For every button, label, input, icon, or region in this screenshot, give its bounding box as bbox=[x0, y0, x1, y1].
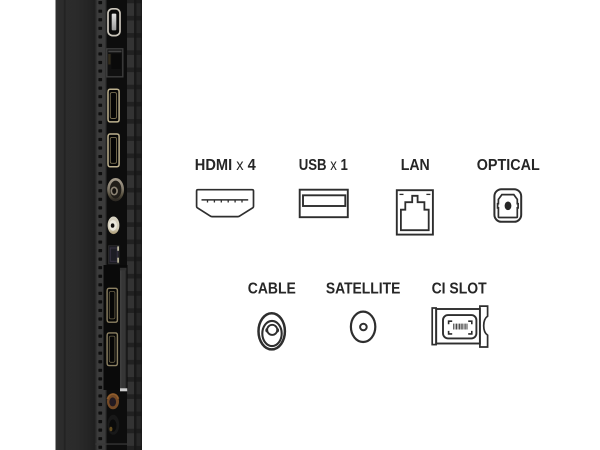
svg-text:USB x 1: USB x 1 bbox=[299, 157, 348, 174]
svg-text:SATELLITE: SATELLITE bbox=[326, 280, 401, 298]
svg-text:OPTICAL: OPTICAL bbox=[477, 156, 540, 174]
svg-text:LAN: LAN bbox=[401, 156, 430, 174]
svg-text:CI SLOT: CI SLOT bbox=[432, 280, 487, 298]
svg-text:HDMI x 4: HDMI x 4 bbox=[195, 156, 256, 174]
svg-text:CABLE: CABLE bbox=[248, 280, 296, 298]
